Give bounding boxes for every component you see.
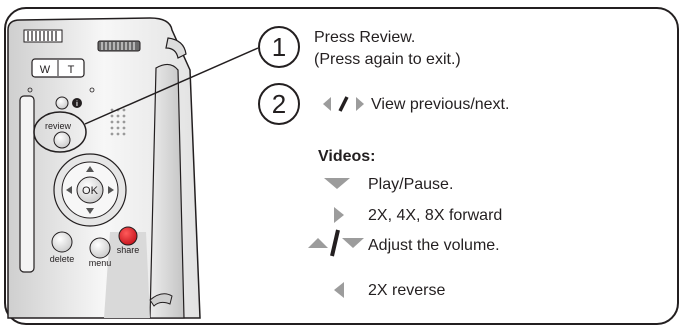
step-1-line-1: Press Review. — [314, 29, 416, 46]
menu-label: menu — [89, 258, 112, 268]
zoom-w-label: W — [40, 64, 51, 76]
videos-item-volume: Adjust the volume. — [368, 237, 500, 254]
ok-label: OK — [82, 185, 99, 197]
right-triangle-icon — [334, 207, 344, 223]
step-2-text: View previous/next. — [371, 96, 510, 113]
left-right-arrows-icon — [323, 96, 364, 112]
share-button — [118, 226, 138, 246]
review-label: review — [45, 121, 72, 131]
content-frame — [4, 7, 679, 325]
share-label: share — [117, 245, 140, 255]
down-triangle-icon — [324, 178, 350, 189]
delete-button — [51, 231, 73, 253]
zoom-t-label: T — [68, 64, 75, 76]
step-1-line-2: (Press again to exit.) — [314, 51, 461, 68]
up-down-triangle-icon — [308, 229, 364, 257]
step-1-number: 1 — [258, 26, 300, 68]
videos-item-forward: 2X, 4X, 8X forward — [368, 207, 503, 224]
videos-item-play-pause: Play/Pause. — [368, 176, 454, 193]
svg-text:i: i — [76, 101, 78, 108]
ok-button — [76, 176, 104, 204]
step-2-number: 2 — [258, 83, 300, 125]
camera-grip — [149, 63, 185, 319]
delete-label: delete — [50, 254, 75, 264]
videos-heading: Videos: — [318, 148, 376, 165]
videos-item-reverse: 2X reverse — [368, 282, 446, 299]
review-button — [53, 131, 71, 149]
left-triangle-icon — [334, 282, 344, 298]
menu-button — [89, 237, 111, 259]
